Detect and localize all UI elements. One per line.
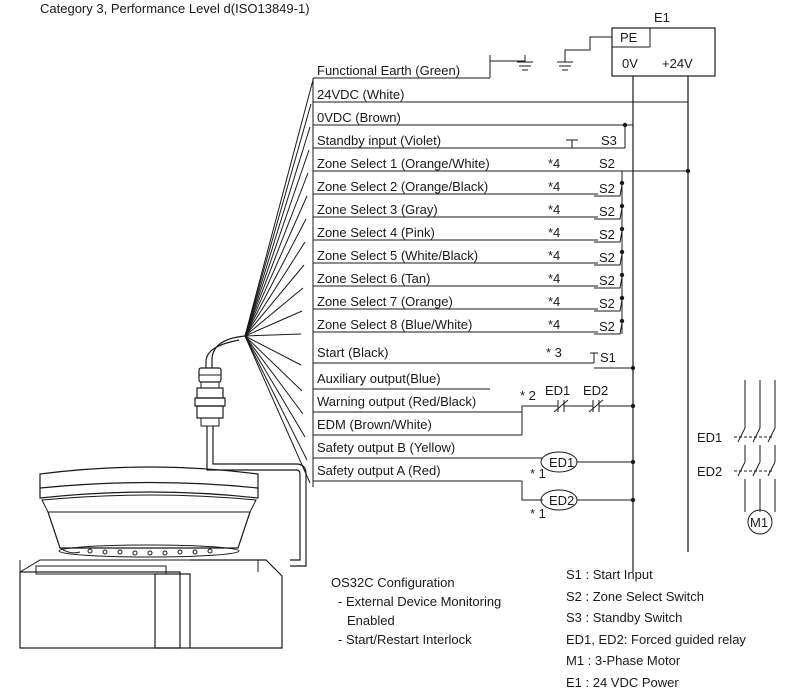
s2-label: S2 bbox=[599, 319, 615, 334]
config-title: OS32C Configuration bbox=[331, 575, 455, 590]
note-label: *4 bbox=[548, 248, 560, 263]
s2-label: S2 bbox=[599, 250, 615, 265]
wire-label: Zone Select 7 (Orange) bbox=[317, 294, 453, 309]
pe-terminal-label: PE bbox=[620, 30, 638, 45]
zero-volt-terminal-label: 0V bbox=[622, 56, 638, 71]
power-supply-label: E1 bbox=[654, 10, 670, 25]
s3-label: S3 bbox=[601, 133, 617, 148]
ground-symbols bbox=[490, 36, 612, 71]
wire-label: Zone Select 3 (Gray) bbox=[317, 202, 438, 217]
s2-label: S2 bbox=[599, 273, 615, 288]
wire-harness bbox=[244, 55, 688, 487]
config-line: - External Device Monitoring bbox=[338, 594, 501, 609]
note-label: *4 bbox=[548, 271, 560, 286]
zone-select-notes: *4 *4 *4 *4 *4 *4 *4 *4 * 3 bbox=[546, 156, 562, 360]
wire-label: Zone Select 4 (Pink) bbox=[317, 225, 435, 240]
standby-switch-s3: S3 bbox=[566, 122, 628, 149]
ed1-coil-circuit: ED1 * 1 bbox=[522, 451, 636, 481]
wire-label: Zone Select 5 (White/Black) bbox=[317, 248, 478, 263]
legend-item: S1 : Start Input bbox=[566, 567, 653, 582]
wire-label: 0VDC (Brown) bbox=[317, 110, 401, 125]
note-label: *4 bbox=[548, 225, 560, 240]
note-label: * 2 bbox=[520, 388, 536, 403]
note-label: * 1 bbox=[530, 506, 546, 521]
power-supply-box bbox=[611, 27, 716, 77]
s2-label: S2 bbox=[599, 156, 615, 171]
s1-label: S1 bbox=[600, 350, 616, 365]
s2-label: S2 bbox=[599, 204, 615, 219]
start-switch-s1: S1 bbox=[590, 350, 636, 371]
wire-label: Standby input (Violet) bbox=[317, 133, 441, 148]
wire-labels: Functional Earth (Green) 24VDC (White) 0… bbox=[317, 63, 490, 478]
note-label: * 1 bbox=[530, 466, 546, 481]
wire-label: Auxiliary output(Blue) bbox=[317, 371, 441, 386]
ed1-contact-label: ED1 bbox=[545, 383, 570, 398]
cable-connector bbox=[194, 335, 307, 567]
wire-label: Zone Select 6 (Tan) bbox=[317, 271, 430, 286]
wire-label: 24VDC (White) bbox=[317, 87, 404, 102]
note-label: *4 bbox=[548, 179, 560, 194]
note-label: *4 bbox=[548, 202, 560, 217]
wire-label: Safety output B (Yellow) bbox=[317, 440, 455, 455]
legend-item: ED1, ED2: Forced guided relay bbox=[566, 632, 746, 647]
ed1-coil-label: ED1 bbox=[549, 455, 574, 470]
legend-item: S3 : Standby Switch bbox=[566, 610, 682, 625]
configuration-note: OS32C Configuration - External Device Mo… bbox=[331, 575, 501, 647]
wire-label: Zone Select 2 (Orange/Black) bbox=[317, 179, 488, 194]
legend-item: M1 : 3-Phase Motor bbox=[566, 653, 681, 668]
note-label: *4 bbox=[548, 294, 560, 309]
config-line: Enabled bbox=[347, 613, 395, 628]
s2-label: S2 bbox=[599, 227, 615, 242]
s2-label: S2 bbox=[599, 296, 615, 311]
ed2-coil-label: ED2 bbox=[549, 493, 574, 508]
s2-label: S2 bbox=[599, 181, 615, 196]
motor-m1 bbox=[747, 509, 773, 535]
ed1-main-contact-label: ED1 bbox=[697, 430, 722, 445]
wire-label: Zone Select 8 (Blue/White) bbox=[317, 317, 472, 332]
zone-select-switches: S2 S2 S2 S2 S2 S2 S2 S2 bbox=[594, 156, 691, 335]
config-line: - Start/Restart Interlock bbox=[338, 632, 472, 647]
note-label: * 3 bbox=[546, 345, 562, 360]
wire-label: EDM (Brown/White) bbox=[317, 417, 432, 432]
diagram-caption: Category 3, Performance Level d(ISO13849… bbox=[40, 1, 310, 16]
motor-label: M1 bbox=[750, 515, 768, 530]
note-label: *4 bbox=[548, 156, 560, 171]
ed2-coil-circuit: ED2 * 1 bbox=[521, 481, 636, 521]
legend: S1 : Start Input S2 : Zone Select Switch… bbox=[566, 567, 746, 690]
ed2-main-contact-label: ED2 bbox=[697, 464, 722, 479]
plus-24v-terminal-label: +24V bbox=[662, 56, 693, 71]
scanner-device bbox=[19, 466, 283, 649]
wire-label: Zone Select 1 (Orange/White) bbox=[317, 156, 490, 171]
note-label: *4 bbox=[548, 317, 560, 332]
wire-label: Functional Earth (Green) bbox=[317, 63, 460, 78]
motor-circuit: ED1 ED2 M1 bbox=[697, 380, 776, 535]
wire-label: Start (Black) bbox=[317, 345, 389, 360]
edm-contacts: * 2 ED1 ED2 bbox=[520, 383, 636, 435]
power-supply-e1: E1 PE 0V +24V bbox=[611, 10, 716, 77]
wire-label: Safety output A (Red) bbox=[317, 463, 441, 478]
ed2-contact-label: ED2 bbox=[583, 383, 608, 398]
legend-item: E1 : 24 VDC Power bbox=[566, 675, 679, 690]
legend-item: S2 : Zone Select Switch bbox=[566, 589, 704, 604]
wire-label: Warning output (Red/Black) bbox=[317, 394, 476, 409]
